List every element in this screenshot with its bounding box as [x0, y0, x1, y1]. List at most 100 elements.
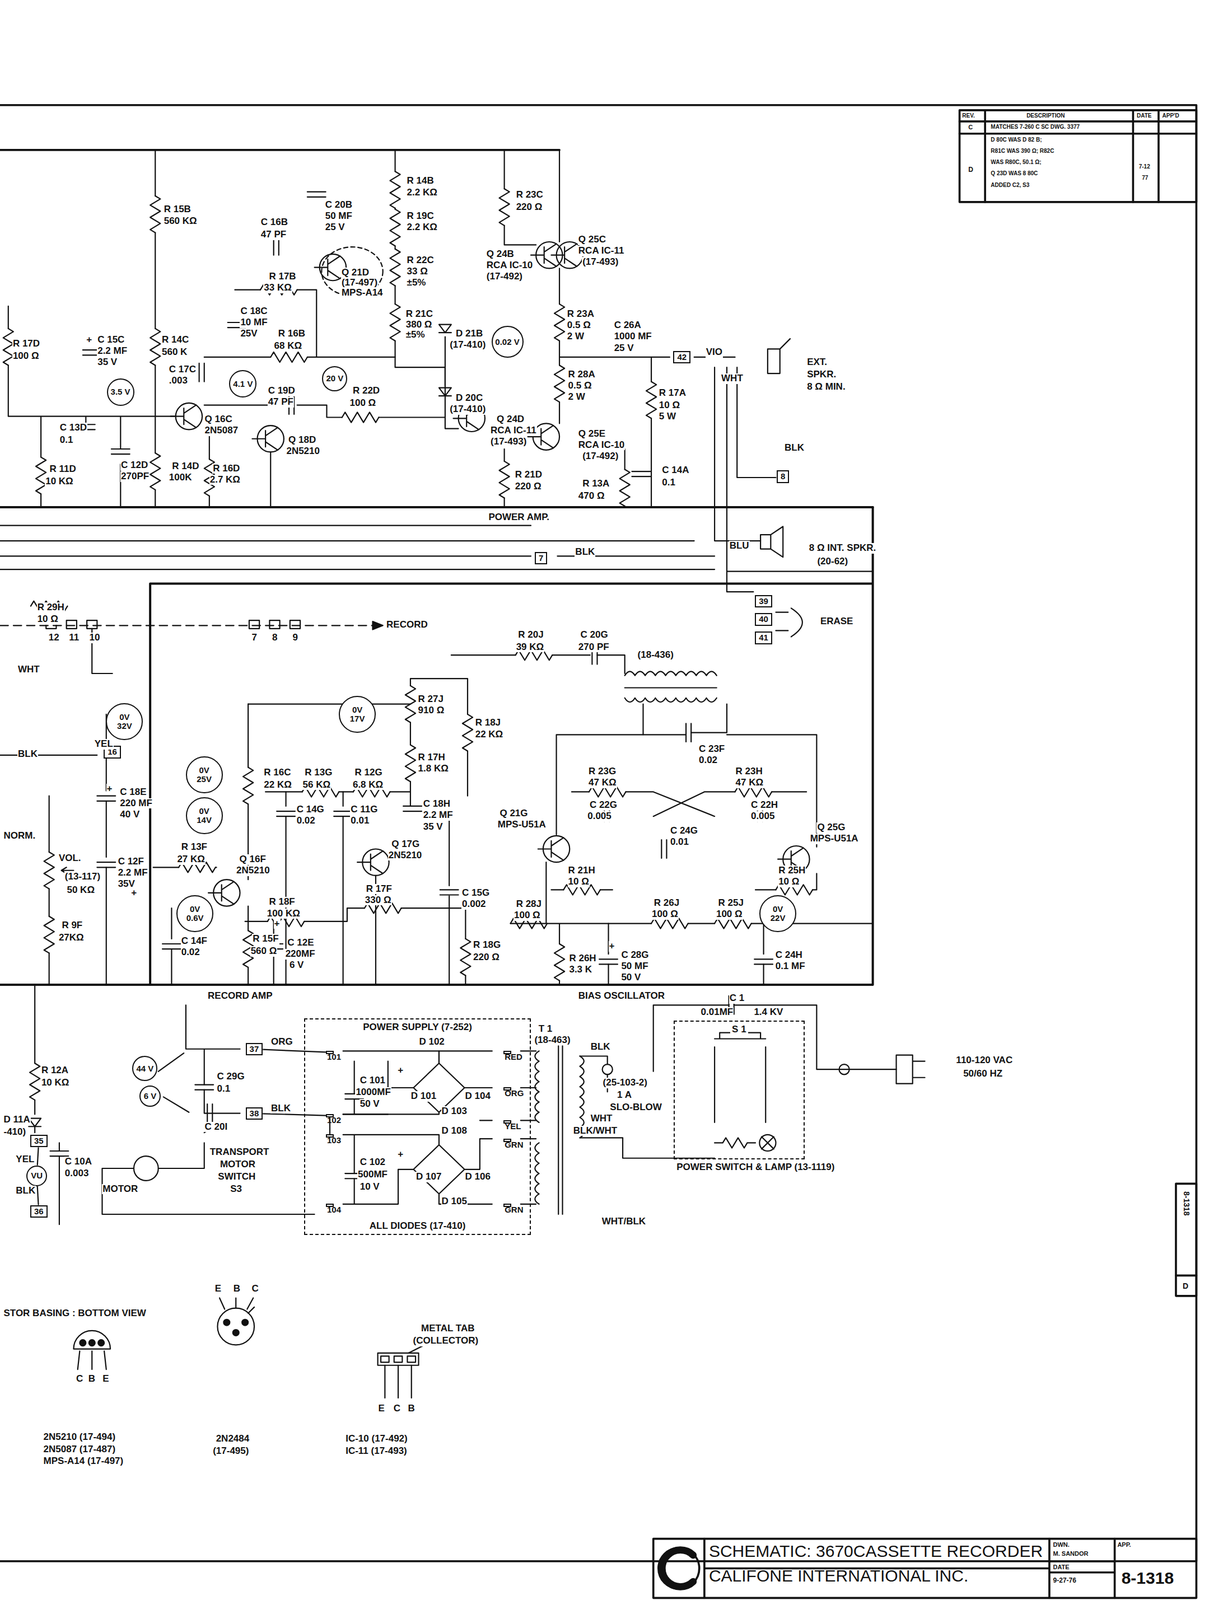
voltage-callout: 0V 32V	[105, 703, 143, 741]
part-label: R 19C	[406, 211, 435, 222]
terminal-box: 35	[30, 1135, 48, 1148]
part-label: 10 Ω	[36, 614, 59, 625]
part-label: D 104	[464, 1091, 491, 1103]
part-label: Q 25G	[816, 822, 846, 834]
part-label: MPS-U51A	[497, 819, 547, 831]
part-label: 2.2 MF	[422, 810, 454, 821]
part-label: +	[85, 334, 93, 346]
part-label: 0.1	[216, 1084, 231, 1095]
power-amp-wiring	[0, 150, 873, 572]
part-label: DATE	[1136, 112, 1152, 119]
transistor-symbols	[28, 241, 810, 1127]
node-text: ORG	[504, 1089, 511, 1099]
schematic-line	[1175, 1183, 1197, 1296]
part-label: D 105	[441, 1196, 468, 1208]
node-text: GRN	[504, 1205, 511, 1216]
part-label: (18-463)	[533, 1035, 571, 1047]
part-label: 10 KΩ	[40, 1077, 70, 1089]
part-label: 27 KΩ	[176, 854, 206, 866]
schematic-line	[735, 786, 773, 797]
part-label: BLK/WHT	[572, 1126, 618, 1137]
text-patch: POWER SWITCH & LAMP (13-1119)	[674, 1161, 837, 1173]
part-label: 220 Ω	[472, 952, 501, 964]
schematic-line	[111, 449, 130, 455]
part-label: C 20G	[579, 629, 609, 641]
terminal-box: RED	[503, 1051, 512, 1055]
part-label: 77	[1141, 174, 1149, 181]
part-label: R 26J	[653, 898, 680, 909]
part-label: R 21H	[567, 865, 596, 877]
node-text: 37	[249, 1044, 260, 1055]
node-text: 35	[34, 1136, 44, 1147]
part-label: D 102	[418, 1037, 445, 1048]
node-text: 0V 17V	[344, 705, 371, 724]
part-label: SPKR.	[806, 369, 837, 381]
part-label: YEL	[15, 1154, 35, 1166]
schematic-line	[462, 714, 473, 752]
part-label: C 17C	[168, 364, 197, 376]
part-label: +	[106, 783, 114, 795]
part-label: R 9F	[61, 920, 83, 932]
part-label: R 17H	[417, 752, 446, 764]
schematic-line	[403, 806, 422, 812]
resistor-symbols	[3, 171, 813, 1101]
schematic-line	[653, 1005, 897, 1072]
part-label: M. SANDOR	[1052, 1550, 1090, 1558]
part-label: R 12A	[40, 1065, 69, 1077]
part-label: 10 Ω	[777, 876, 800, 888]
part-label: 2 W	[566, 331, 585, 343]
schematic-line	[726, 571, 803, 638]
part-label: 11	[68, 632, 80, 644]
part-label: D 107	[415, 1172, 442, 1183]
node-text: 39	[758, 596, 769, 607]
part-label: ORG	[270, 1037, 294, 1048]
part-label: C 19D	[267, 385, 296, 397]
part-label: 0.005	[586, 811, 613, 823]
schematic-line	[8, 306, 176, 508]
schematic-line	[599, 959, 618, 965]
part-label: C	[250, 1284, 259, 1295]
schematic-line	[658, 1548, 700, 1590]
part-label: 270PF	[120, 471, 150, 483]
schematic-line	[646, 381, 657, 419]
part-label: BLU	[729, 540, 750, 552]
part-label: 5 W	[658, 411, 677, 423]
part-label: ERASE	[819, 616, 854, 628]
part-label: C 14G	[296, 804, 325, 816]
terminal-box: 39	[754, 595, 773, 609]
node-text: 6 V	[143, 1091, 157, 1101]
part-label: VOL.	[58, 853, 82, 865]
schematic-line	[243, 767, 254, 805]
part-label: R 18G	[472, 940, 502, 951]
part-label: 220MF	[285, 949, 316, 960]
part-label: 8 Ω MIN.	[806, 381, 846, 393]
schematic-line	[217, 1308, 255, 1346]
part-label: R 15B	[163, 204, 192, 216]
part-label: 1000MF	[355, 1087, 391, 1099]
schematic-line	[343, 1120, 493, 1204]
part-label: E	[101, 1374, 110, 1385]
terminal-box: 8	[776, 470, 790, 484]
part-label: 2.7 KΩ	[209, 474, 241, 486]
schematic-line	[208, 879, 241, 907]
part-label: R 23G	[587, 766, 617, 778]
text-patch: ALL DIODES (17-410)	[367, 1220, 468, 1232]
part-label: R 15F	[251, 934, 279, 945]
part-label: 7-12	[1138, 163, 1151, 170]
node-text: 103	[327, 1136, 333, 1146]
part-label: Q 24D	[496, 414, 525, 426]
terminal-box: 36	[30, 1205, 48, 1219]
terminal-box: 40	[754, 613, 773, 627]
schematic-line	[86, 620, 97, 629]
part-label: C 23F	[698, 744, 726, 755]
schematic-line	[307, 192, 326, 198]
part-label: C	[967, 123, 974, 131]
part-label: R 22D	[352, 385, 381, 397]
schematic-line	[290, 620, 301, 629]
schematic-line	[170, 403, 203, 430]
schematic-line	[44, 916, 55, 954]
part-label: R 23H	[735, 766, 764, 778]
part-label: C 11G	[349, 804, 378, 816]
node-text: POWER SUPPLY (7-252)	[305, 1021, 530, 1034]
node-text: 0V 25V	[191, 766, 218, 784]
